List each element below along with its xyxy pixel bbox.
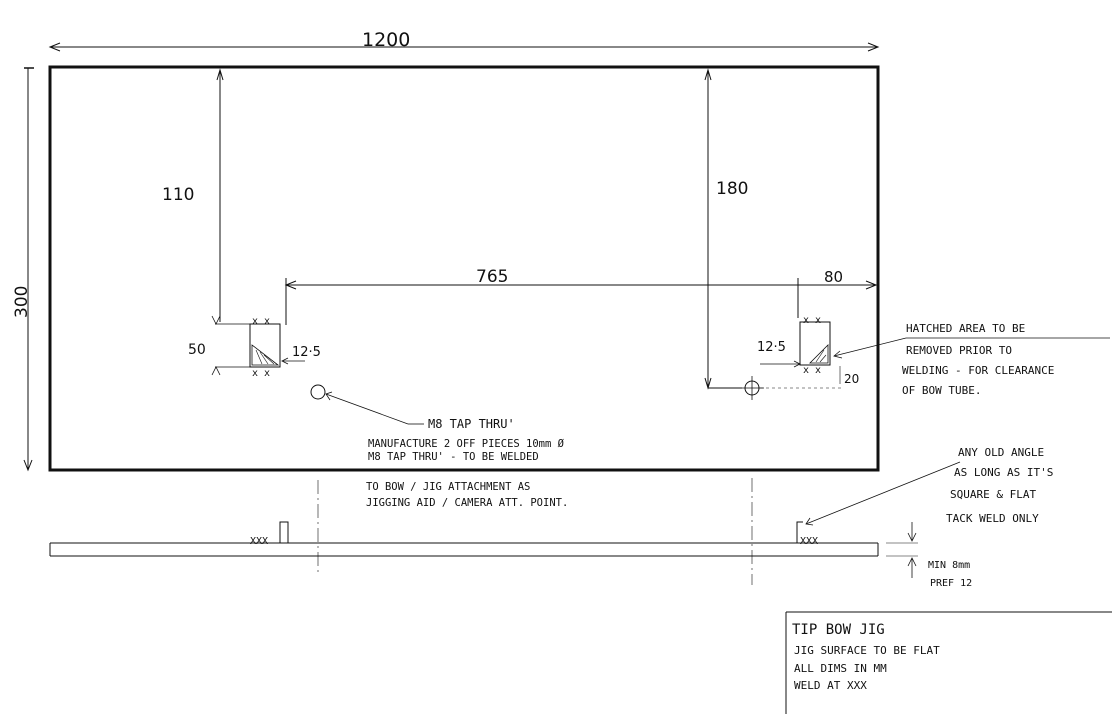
span-dimension: 765 80 [284,267,878,325]
hatched-line-4: OF BOW TUBE. [902,384,981,397]
m8-tap-label: M8 TAP THRU' [428,417,515,431]
svg-text:x x: x x [252,368,270,379]
hatched-line-1: HATCHED AREA TO BE [906,322,1025,335]
title-block-line-2: ALL DIMS IN MM [794,662,887,675]
manufacture-line-2: M8 TAP THRU' - TO BE WELDED [368,451,539,463]
left-tab: x x x x 50 12·5 [188,315,321,379]
overall-width-label: 1200 [362,29,410,51]
hatched-line-3: WELDING - FOR CLEARANCE [902,364,1054,377]
left-gap-label: 12·5 [292,345,321,360]
title-block: TIP BOW JIG JIG SURFACE TO BE FLAT ALL D… [785,611,1112,714]
svg-text:x x: x x [803,315,821,326]
overall-height-label: 300 [12,286,32,318]
angle-note: ANY OLD ANGLE AS LONG AS IT'S SQUARE & F… [805,446,1053,526]
hatched-area-note: HATCHED AREA TO BE REMOVED PRIOR TO WELD… [833,322,1110,397]
angle-line-3: SQUARE & FLAT [950,488,1036,501]
m8-hole-left [310,384,326,400]
right-depth-label: 180 [716,179,748,199]
span-label: 765 [476,267,508,287]
weld-mark-right: XXX [800,536,818,547]
title-block-line-1: JIG SURFACE TO BE FLAT [794,644,940,657]
svg-text:x x: x x [252,316,270,327]
manufacture-line-3: TO BOW / JIG ATTACHMENT AS [366,481,530,493]
right-tab: x x x x 12·5 20 [757,315,859,389]
overall-height-dimension: 300 [12,67,34,472]
angle-line-4: TACK WELD ONLY [946,512,1039,525]
weld-mark-left: XXX [250,536,268,547]
tab-height-label: 50 [188,342,206,358]
left-depth-dimension: 110 [162,68,224,322]
right-depth-dimension: 180 [704,68,748,390]
manufacture-line-4: JIGGING AID / CAMERA ATT. POINT. [366,497,568,509]
m8-tap-note: M8 TAP THRU' MANUFACTURE 2 OFF PIECES 10… [325,391,568,509]
min-thickness-line-1: MIN 8mm [928,560,970,571]
side-elevation: XXX XXX MIN 8mm PREF 12 [49,521,972,589]
title-block-line-3: WELD AT XXX [794,679,867,692]
svg-text:x x: x x [803,365,821,376]
right-rise-label: 20 [844,372,859,386]
overall-width-dimension: 1200 [48,29,880,52]
right-offset-label: 80 [824,268,843,286]
angle-line-1: ANY OLD ANGLE [958,446,1044,459]
manufacture-line-1: MANUFACTURE 2 OFF PIECES 10mm Ø [368,438,565,450]
title-block-title: TIP BOW JIG [792,622,885,638]
hatched-line-2: REMOVED PRIOR TO [906,344,1012,357]
angle-line-2: AS LONG AS IT'S [954,466,1053,479]
jig-plate-outline [48,65,880,472]
right-gap-label: 12·5 [757,340,786,355]
left-depth-label: 110 [162,185,194,205]
min-thickness-line-2: PREF 12 [930,578,972,589]
